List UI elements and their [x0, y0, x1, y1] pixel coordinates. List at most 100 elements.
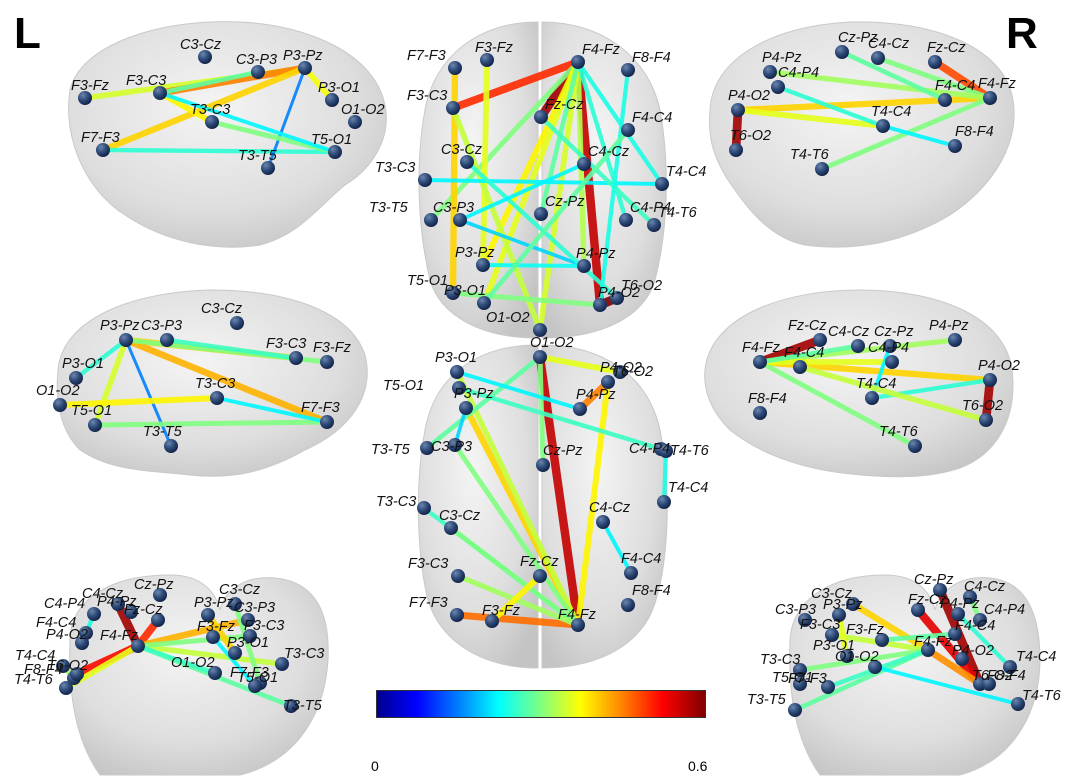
electrode-label: F8-F4 [24, 662, 63, 678]
connection-edge [100, 147, 338, 155]
electrode-node [251, 65, 265, 79]
connection-edge [849, 600, 932, 654]
electrode-node [948, 139, 962, 153]
connection-edge [452, 442, 581, 628]
electrode-node [53, 398, 67, 412]
connection-edge [113, 599, 143, 651]
electrode-label: F3-C3 [266, 336, 306, 352]
electrode-label: T3-T5 [283, 698, 323, 714]
electrode-node [621, 598, 635, 612]
connection-edge [797, 364, 989, 423]
electrode-label: C3-P3 [236, 52, 277, 68]
electrode-node [228, 597, 242, 611]
electrode-label: C4-Cz [589, 500, 631, 516]
electrode-node [851, 339, 865, 353]
electrode-node [593, 298, 607, 312]
electrode-label: Fz-Cz [545, 97, 584, 113]
electrode-node [446, 286, 460, 300]
electrode-node [453, 213, 467, 227]
connection-edge [266, 66, 307, 170]
electrode-label: T4-C4 [668, 480, 708, 496]
electrode-node [230, 316, 244, 330]
electrode-node [571, 55, 585, 69]
electrode-node [771, 80, 785, 94]
electrode-label: T5-O1 [772, 670, 813, 686]
electrode-node [534, 110, 548, 124]
electrode-label: T3-C3 [190, 102, 230, 118]
electrode-label: C4-Cz [82, 586, 124, 602]
electrode-label: P4-Pz [576, 246, 616, 262]
electrode-node [825, 628, 839, 642]
electrode-node [963, 590, 977, 604]
connection-edge [157, 69, 261, 96]
electrode-node [153, 588, 167, 602]
connection-edge [535, 352, 583, 630]
electrode-label: F3-Fz [197, 619, 236, 635]
electrode-node [979, 413, 993, 427]
electrode-node [320, 415, 334, 429]
electrode-label: C4-P4 [984, 602, 1025, 618]
colorbar-gradient [376, 690, 706, 718]
electrode-label: T3-T5 [143, 424, 183, 440]
connection-edge [450, 290, 603, 308]
electrode-node [275, 657, 289, 671]
electrode-label: F8-F4 [955, 124, 994, 140]
electrode-node [534, 207, 548, 221]
electrode-label: C3-Cz [811, 586, 853, 602]
connection-edge [538, 59, 581, 217]
electrode-label: C3-Cz [201, 301, 243, 317]
electrode-label: C4-Cz [868, 36, 910, 52]
electrode-label: C4-Cz [588, 144, 630, 160]
connection-edge [134, 616, 252, 650]
brain-left-lateral [68, 21, 387, 248]
connection-edge [448, 525, 581, 628]
connection-edge [449, 58, 582, 112]
electrode-label: F8-F4 [632, 583, 671, 599]
electrode-node [573, 402, 587, 416]
electrode-label: F3-C3 [244, 618, 284, 634]
connection-edge [56, 394, 221, 409]
electrode-node [875, 633, 889, 647]
electrode-label: F4-C4 [621, 551, 661, 567]
electrode-node [451, 569, 465, 583]
electrode-node [577, 157, 591, 171]
electrode-node [56, 659, 70, 673]
electrode-node [418, 173, 432, 187]
electrode-node [450, 608, 464, 622]
electrode-label: P3-O1 [227, 635, 269, 651]
electrode-node [933, 583, 947, 597]
electrode-label: C4-P4 [868, 340, 909, 356]
electrode-label: T6-O2 [972, 668, 1013, 684]
electrode-label: T3-C3 [375, 160, 415, 176]
electrode-label: Cz-Pz [134, 577, 174, 593]
connection-edge [122, 336, 331, 426]
electrode-label: T4-C4 [856, 376, 896, 392]
connection-edge [873, 665, 1020, 706]
electrode-label: F4-C4 [955, 618, 995, 634]
electrode-node [921, 643, 935, 657]
connection-edge [480, 57, 490, 268]
electrode-node [448, 438, 462, 452]
electrode-node [69, 371, 83, 385]
connection-edge [458, 162, 586, 222]
electrode-node [228, 646, 242, 660]
electrode-node [883, 339, 897, 353]
electrode-label: C4-Cz [964, 579, 1006, 595]
electrode-node [928, 55, 942, 69]
electrode-node [983, 91, 997, 105]
electrode-label: F3-C3 [126, 73, 166, 89]
electrode-node [813, 333, 827, 347]
electrode-label: C3-P3 [775, 602, 816, 618]
electrode-label: Cz-Pz [874, 324, 914, 340]
electrode-node [798, 613, 812, 627]
right-hemisphere-label: R [1006, 9, 1038, 58]
connection-edge [215, 396, 329, 424]
electrode-node [753, 406, 767, 420]
electrode-label: T4-T6 [879, 424, 919, 440]
electrode-label: C4-P4 [629, 441, 670, 457]
electrode-node [948, 627, 962, 641]
electrode-node [452, 381, 466, 395]
connection-edge [73, 337, 129, 381]
electrode-label: P3-O1 [318, 80, 360, 96]
